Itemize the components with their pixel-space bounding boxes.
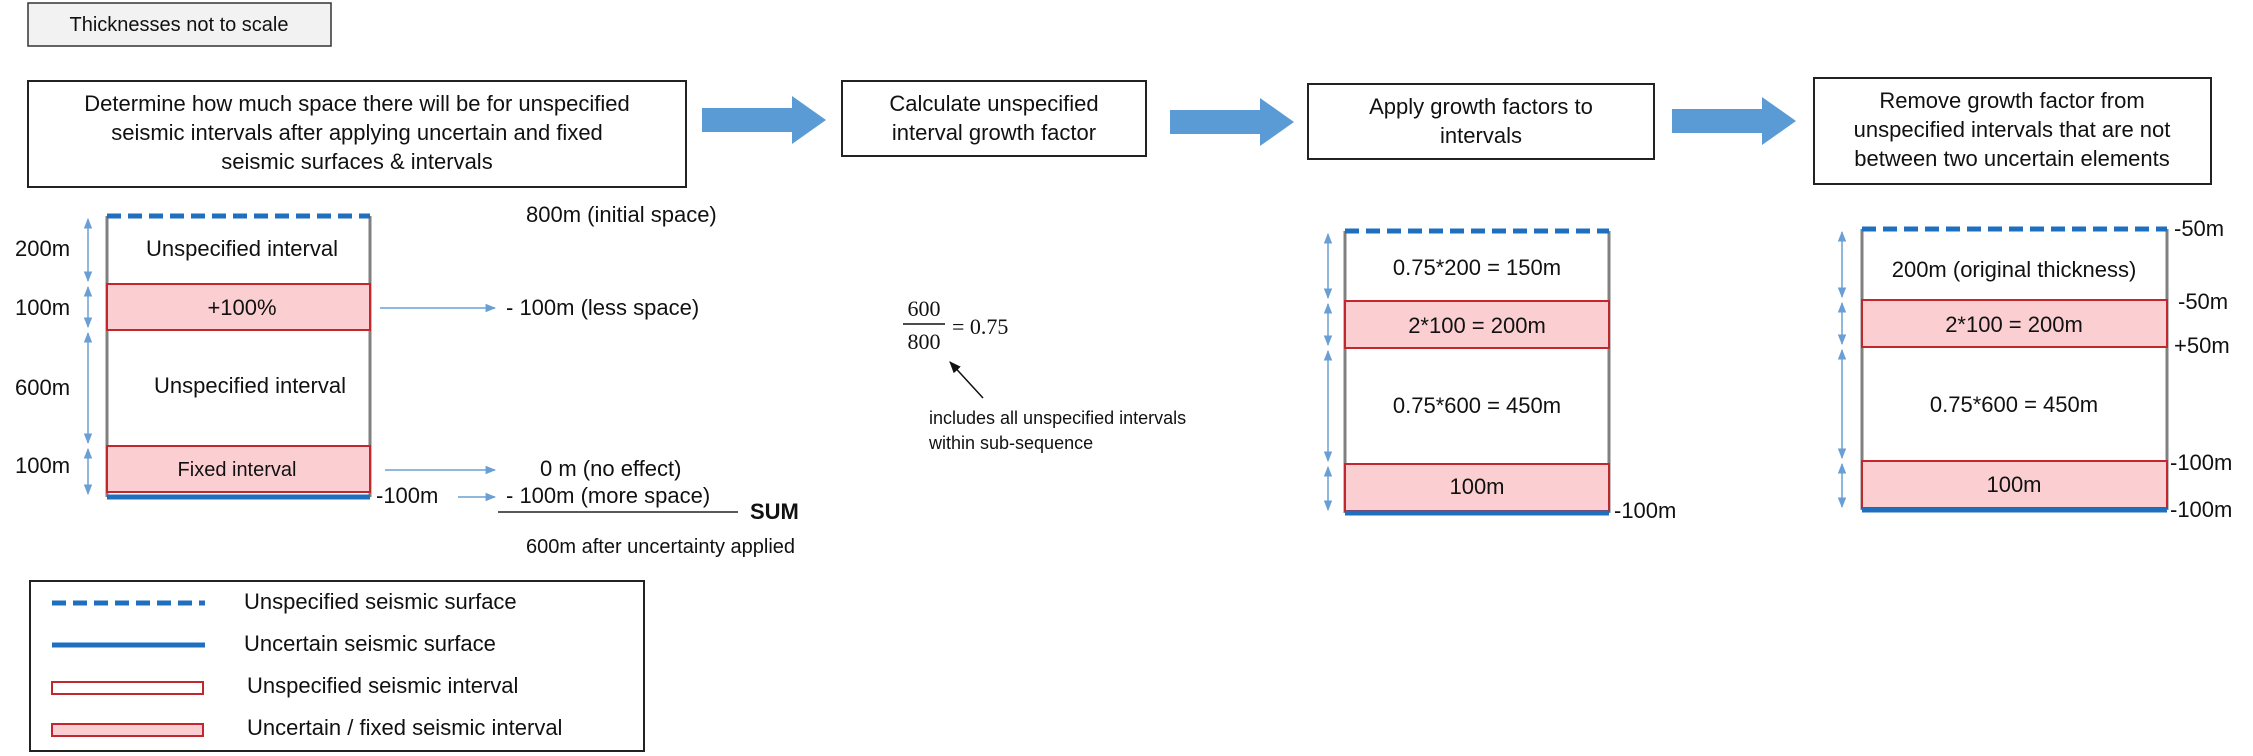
step-2-box: Calculate unspecified interval growth fa… — [841, 80, 1147, 157]
p1-interval-1: Unspecified interval — [146, 236, 338, 261]
step-4-box: Remove growth factor from unspecified in… — [1813, 77, 2212, 185]
p1-calc-more: - 100m (more space) — [506, 483, 710, 508]
note-text: Thicknesses not to scale — [70, 14, 289, 36]
p4-offset-4: -100m — [2170, 450, 2232, 475]
step-1-box: Determine how much space there will be f… — [27, 80, 687, 188]
p4-interval-3: 0.75*600 = 450m — [1930, 392, 2098, 417]
legend-swatch-uncertain-interval — [51, 723, 204, 737]
step-3-box: Apply growth factors to intervals — [1307, 83, 1655, 160]
p3-interval-2: 2*100 = 200m — [1408, 313, 1546, 338]
p3-bottom-offset: -100m — [1614, 498, 1676, 523]
p1-dim-200: 200m — [15, 236, 70, 261]
p3-interval-1: 0.75*200 = 150m — [1393, 255, 1561, 280]
step-1-line-3: seismic surfaces & intervals — [221, 149, 492, 174]
p4-interval-2: 2*100 = 200m — [1945, 312, 2083, 337]
legend: Unspecified seismic surface Uncertain se… — [29, 580, 645, 752]
p1-sum-label: SUM — [750, 499, 799, 524]
step-2-line-2: interval growth factor — [892, 120, 1096, 145]
step-4-line-1: Remove growth factor from — [1879, 88, 2144, 113]
p2-annotation-1: includes all unspecified intervals — [929, 408, 1186, 428]
p4-interval-4: 100m — [1986, 472, 2041, 497]
legend-label-4: Uncertain / fixed seismic interval — [247, 715, 562, 740]
p2-result: = 0.75 — [952, 314, 1008, 339]
p1-dim-100b: 100m — [15, 453, 70, 478]
p1-dim-100a: 100m — [15, 295, 70, 320]
p4-interval-1: 200m (original thickness) — [1892, 257, 2137, 282]
p1-interval-2: +100% — [207, 295, 276, 320]
p1-interval-3: Unspecified interval — [154, 373, 346, 398]
step-1-line-1: Determine how much space there will be f… — [84, 91, 629, 116]
p3-interval-3: 0.75*600 = 450m — [1393, 393, 1561, 418]
p1-calc-less: - 100m (less space) — [506, 295, 699, 320]
step-4-line-2: unspecified intervals that are not — [1854, 117, 2171, 142]
p4-offset-1: -50m — [2174, 216, 2224, 241]
p1-bottom-offset: -100m — [376, 483, 438, 508]
p3-interval-4: 100m — [1449, 474, 1504, 499]
flow-arrow-1 — [702, 96, 826, 144]
p1-calc-noeffect: 0 m (no effect) — [540, 456, 681, 481]
p4-offset-2: -50m — [2178, 289, 2228, 314]
flow-arrow-3 — [1672, 97, 1796, 145]
p2-denominator: 800 — [908, 329, 941, 354]
panel-2-formula: 600 800 = 0.75 includes all unspecified … — [903, 296, 1186, 453]
p4-offset-5: -100m — [2170, 497, 2232, 522]
legend-label-3: Unspecified seismic interval — [247, 673, 518, 698]
step-4-line-3: between two uncertain elements — [1854, 146, 2170, 171]
p1-result: 600m after uncertainty applied — [526, 536, 795, 558]
legend-label-1: Unspecified seismic surface — [244, 589, 517, 614]
p2-annotation-2: within sub-sequence — [928, 433, 1093, 453]
legend-label-2: Uncertain seismic surface — [244, 631, 496, 656]
panel-4-column: 200m (original thickness) 2*100 = 200m 0… — [1860, 216, 2232, 522]
p1-interval-4: Fixed interval — [178, 459, 297, 481]
p4-offset-3: +50m — [2174, 333, 2230, 358]
note-box: Thicknesses not to scale — [27, 2, 332, 47]
step-3-line-2: intervals — [1440, 123, 1522, 148]
panel-1-dimensions: 200m 100m 600m 100m — [15, 217, 93, 496]
p2-numerator: 600 — [908, 296, 941, 321]
panel-1-column: Unspecified interval +100% Unspecified i… — [105, 213, 372, 500]
flow-arrow-2 — [1170, 98, 1294, 146]
p1-dim-600: 600m — [15, 375, 70, 400]
panel-1-calculation: -100m 800m (initial space) - 100m (less … — [376, 202, 799, 558]
p1-calc-initial: 800m (initial space) — [526, 202, 717, 227]
interval-plus100 — [106, 283, 371, 331]
interval-fixed — [106, 445, 371, 493]
panel-3-column: 0.75*200 = 150m 2*100 = 200m 0.75*600 = … — [1343, 228, 1676, 523]
step-1-line-2: seismic intervals after applying uncerta… — [111, 120, 603, 145]
legend-swatch-unspecified-interval — [51, 681, 204, 695]
step-2-line-1: Calculate unspecified — [889, 91, 1098, 116]
step-3-line-1: Apply growth factors to — [1369, 94, 1593, 119]
